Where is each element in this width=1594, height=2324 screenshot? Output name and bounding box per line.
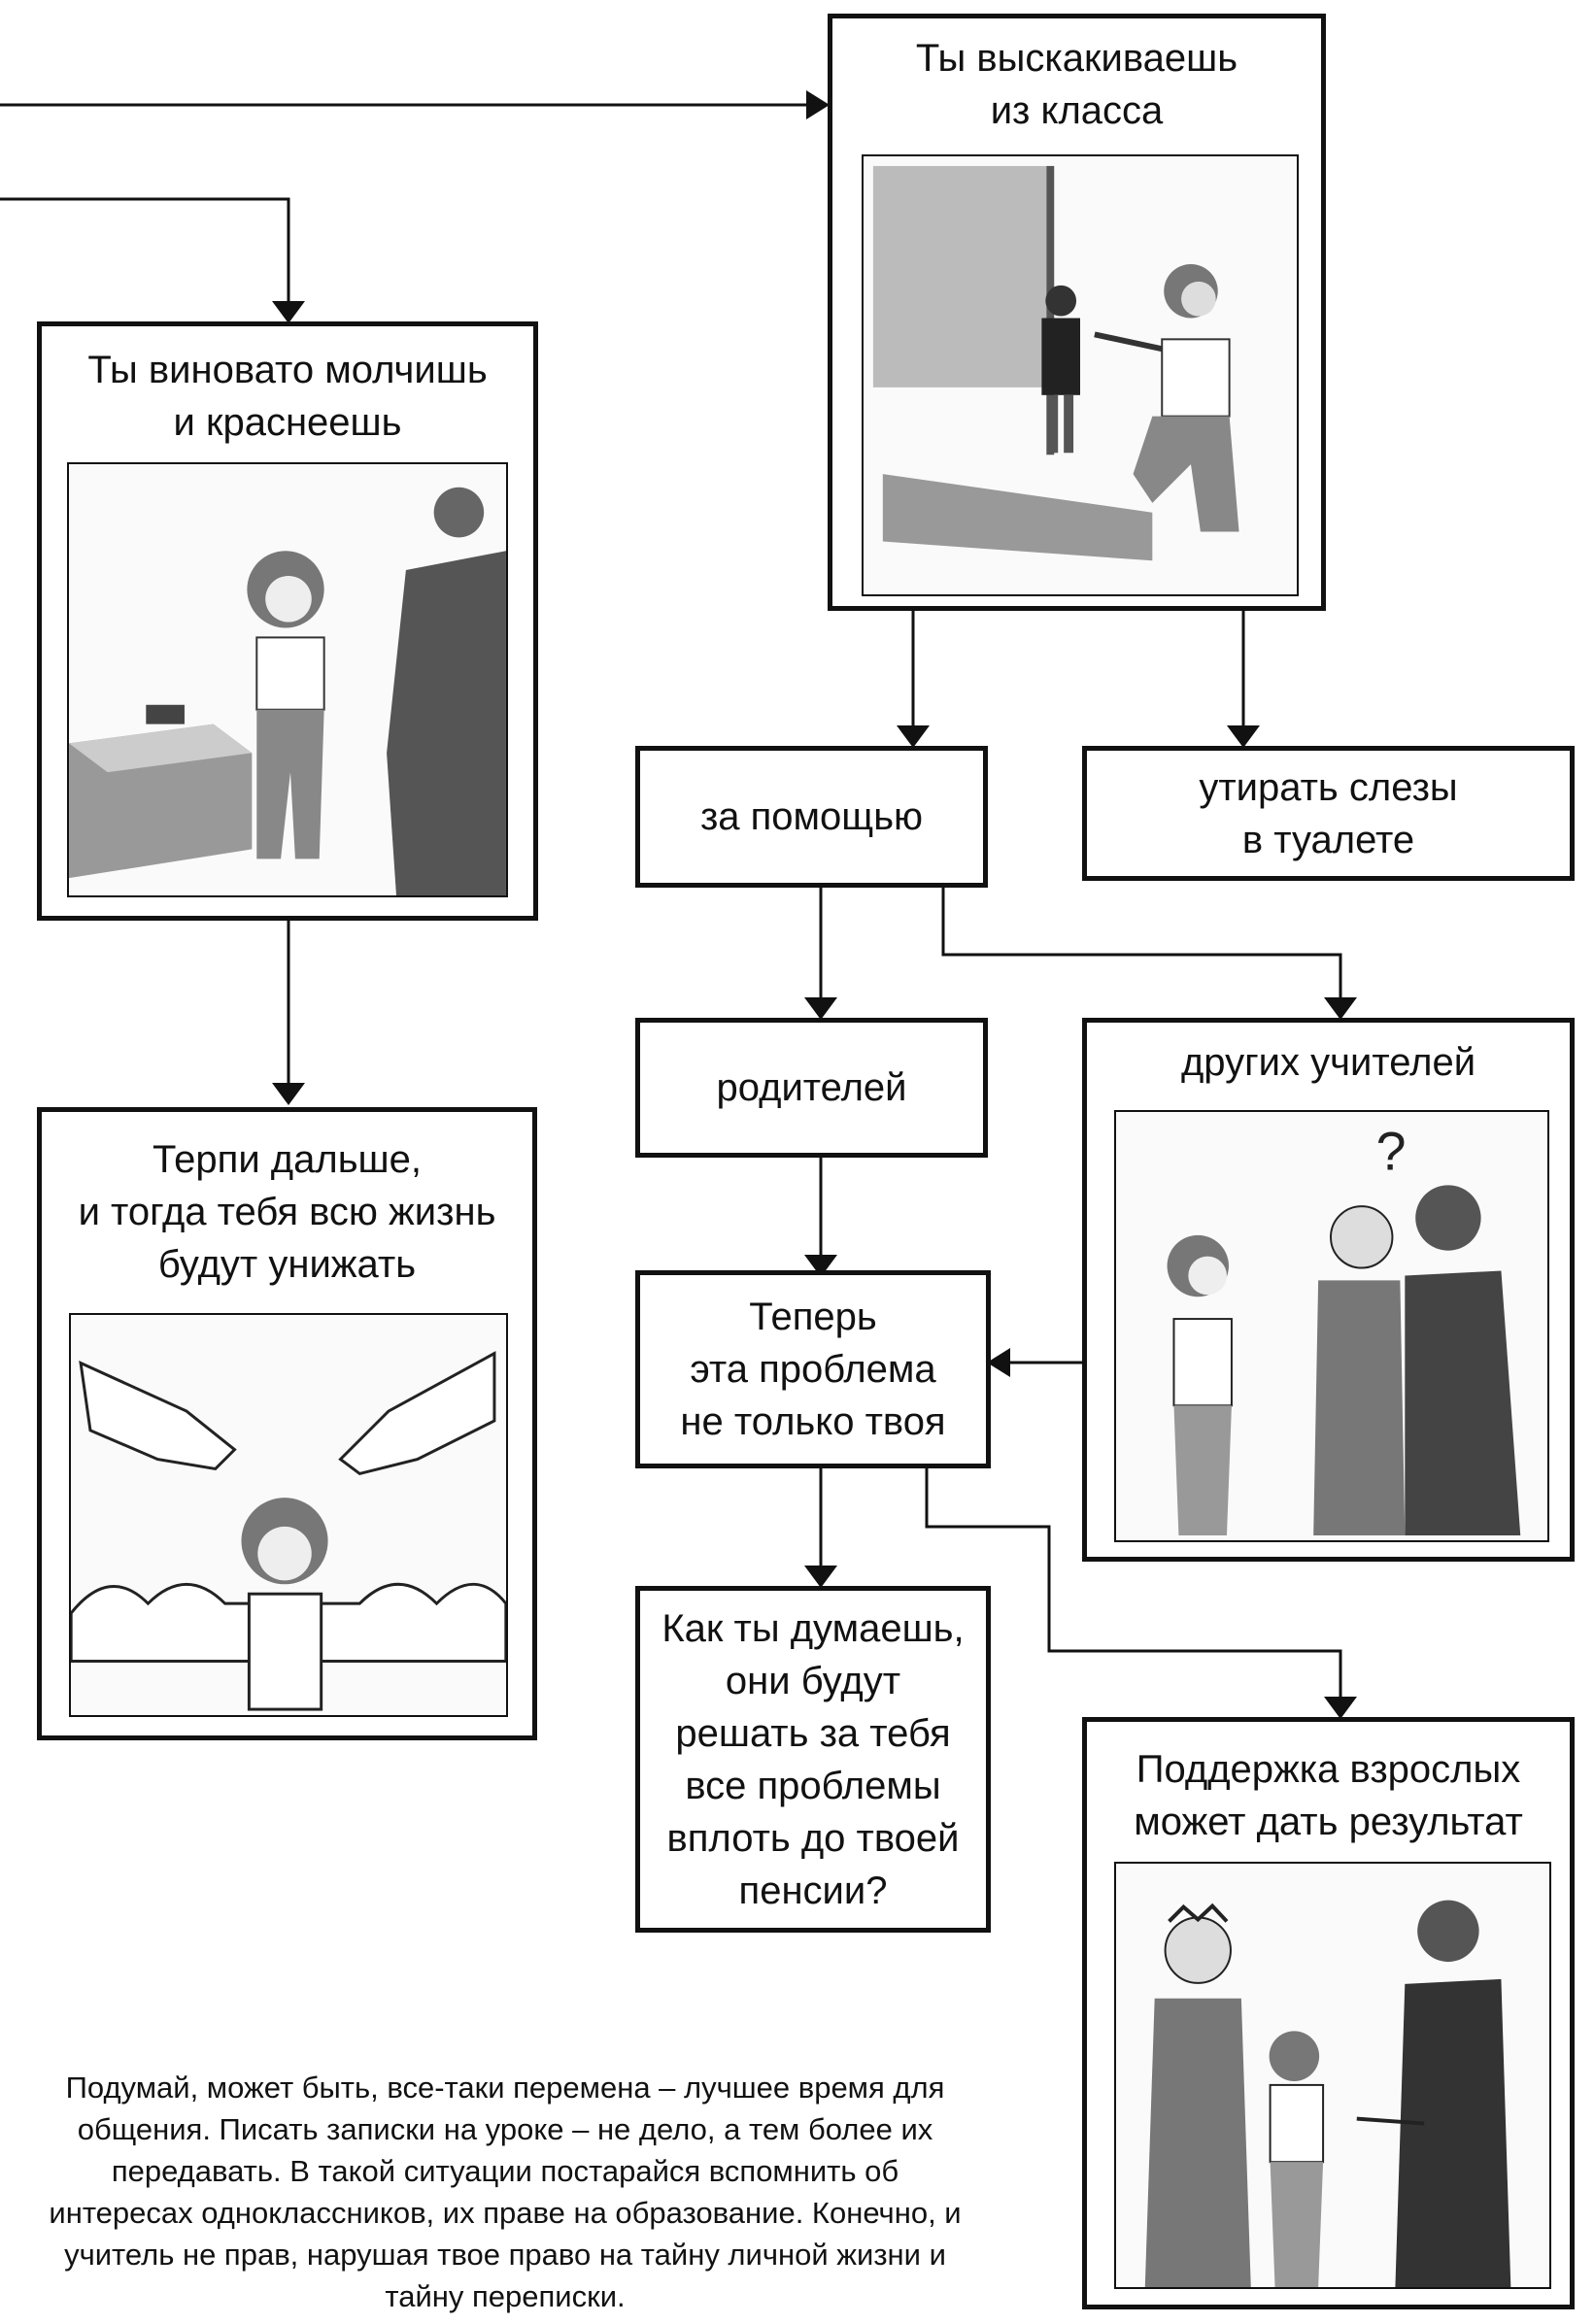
title-line: вплоть до твоей xyxy=(666,1816,960,1860)
teachers-drawing: ? xyxy=(1167,1121,1521,1536)
running-girl-drawing xyxy=(872,165,1239,561)
title-line: Теперь xyxy=(749,1296,877,1338)
arrowhead-now-from-parents xyxy=(804,1255,837,1277)
title-line: может дать результат xyxy=(1134,1801,1523,1843)
box-jump-out: Ты выскакиваешь из класса xyxy=(828,14,1326,611)
title-line: Ты выскакиваешь xyxy=(915,37,1238,80)
arrowhead-support xyxy=(1324,1697,1357,1719)
note-line: тайну переписки. xyxy=(385,2279,626,2313)
arrowhead-jump-out xyxy=(806,90,830,119)
title-line: решать за тебя xyxy=(675,1711,951,1755)
box-now-problem: Теперь эта проблема не только твоя xyxy=(635,1270,991,1468)
title-line: из класса xyxy=(990,89,1164,132)
box-endure: Терпи дальше, и тогда тебя всю жизнь буд… xyxy=(37,1107,537,1740)
title-line: и краснеешь xyxy=(173,401,402,444)
title-line: Поддержка взрослых xyxy=(1136,1748,1521,1791)
box-parents: родителей xyxy=(635,1018,988,1158)
box-other-teachers-title: других учителей xyxy=(1087,1036,1570,1089)
arrowhead-now-from-teachers xyxy=(987,1348,1010,1377)
title-line: все проблемы xyxy=(685,1764,941,1807)
arrowhead-silent xyxy=(272,301,305,323)
title-line: Как ты думаешь, xyxy=(661,1606,965,1650)
title-line: и тогда тебя всю жизнь xyxy=(78,1191,496,1233)
title-line: эта проблема xyxy=(690,1348,936,1391)
box-parents-title: родителей xyxy=(640,1061,983,1114)
adult-support-drawing xyxy=(1144,1900,1511,2287)
connector-now-to-support xyxy=(925,1466,1342,1700)
title-line: родителей xyxy=(716,1066,907,1109)
box-support: Поддержка взрослых может дать результат xyxy=(1082,1717,1575,2309)
pointing-fingers-drawing xyxy=(71,1351,506,1711)
arrowhead-wipe xyxy=(1227,725,1260,748)
illustration-student-at-desk xyxy=(67,462,508,897)
title-line: за помощью xyxy=(699,795,924,838)
box-wipe-tears: утирать слезы в туалете xyxy=(1082,746,1575,881)
box-for-help-title: за помощью xyxy=(640,791,983,843)
title-line: они будут xyxy=(725,1659,901,1702)
box-think: Как ты думаешь, они будут решать за тебя… xyxy=(635,1586,991,1933)
illustration-girl-running-out xyxy=(862,154,1299,596)
connector-help-to-teachers xyxy=(941,888,1342,1000)
box-support-title: Поддержка взрослых может дать результат xyxy=(1087,1743,1570,1848)
advice-note: Подумай, может быть, все-таки перемена –… xyxy=(39,2067,971,2317)
svg-text:?: ? xyxy=(1376,1121,1407,1181)
connector-to-silent xyxy=(0,197,290,306)
title-line: не только твоя xyxy=(680,1400,946,1443)
illustration-pointing-fingers xyxy=(69,1313,508,1717)
box-silent-title: Ты виновато молчишь и краснеешь xyxy=(42,344,533,449)
title-line: других учителей xyxy=(1180,1041,1476,1084)
box-jump-out-title: Ты выскакиваешь из класса xyxy=(832,32,1321,137)
illustration-adult-support xyxy=(1114,1862,1551,2289)
title-line: Ты виновато молчишь xyxy=(87,349,488,391)
note-line: передавать. В такой ситуации постарайся … xyxy=(111,2154,899,2188)
title-line: Терпи дальше, xyxy=(152,1138,422,1181)
box-think-title: Как ты думаешь, они будут решать за тебя… xyxy=(640,1602,986,1917)
note-line: Подумай, может быть, все-таки перемена –… xyxy=(65,2071,945,2105)
arrowhead-parents xyxy=(804,997,837,1020)
desk-scene-drawing xyxy=(69,487,506,895)
note-line: интересах одноклассников, их праве на об… xyxy=(49,2196,962,2230)
title-line: в туалете xyxy=(1241,818,1415,861)
box-now-problem-title: Теперь эта проблема не только твоя xyxy=(640,1291,986,1448)
title-line: будут унижать xyxy=(157,1243,417,1286)
note-line: общения. Писать записки на уроке – не де… xyxy=(77,2112,933,2146)
illustration-teachers: ? xyxy=(1114,1110,1549,1542)
arrowhead-help xyxy=(897,725,930,748)
arrowhead-endure xyxy=(272,1083,305,1105)
arrowhead-think xyxy=(804,1566,837,1588)
box-for-help: за помощью xyxy=(635,746,988,888)
box-endure-title: Терпи дальше, и тогда тебя всю жизнь буд… xyxy=(42,1133,532,1291)
arrowhead-teachers xyxy=(1324,997,1357,1020)
title-line: пенсии? xyxy=(738,1869,888,1912)
box-silent: Ты виновато молчишь и краснеешь xyxy=(37,321,538,921)
box-wipe-tears-title: утирать слезы в туалете xyxy=(1087,761,1570,866)
note-line: учитель не прав, нарушая твое право на т… xyxy=(64,2238,946,2272)
box-other-teachers: других учителей ? xyxy=(1082,1018,1575,1562)
title-line: утирать слезы xyxy=(1199,765,1458,809)
